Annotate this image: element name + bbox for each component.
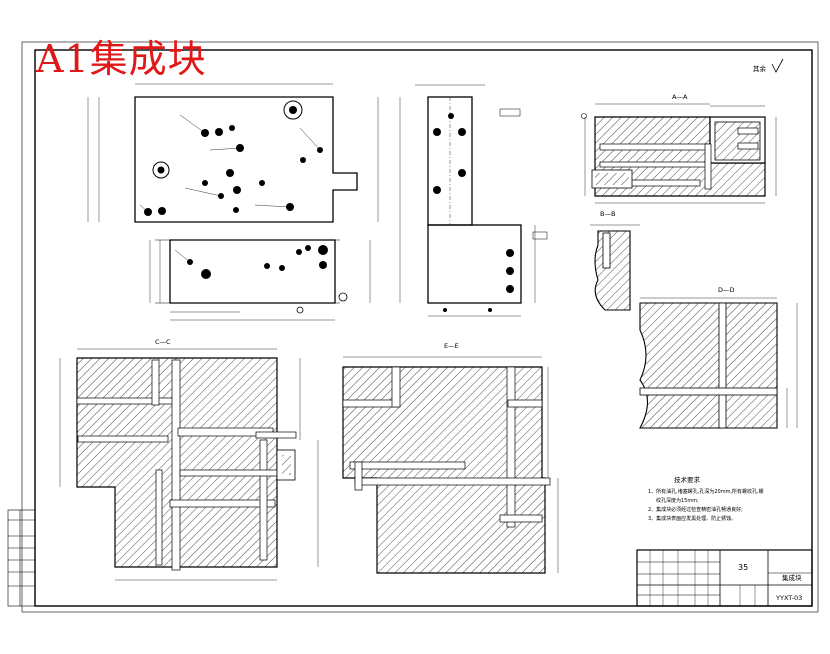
tech-requirement-line-4: 3、集成块表面应发黑处理、防止锈蚀。 <box>648 515 736 522</box>
tech-requirement-line-1: 1、所有油孔,堵塞螺孔,孔深为20mm,所有螺纹孔,螺 <box>648 488 764 495</box>
section-aa: A—A <box>581 93 777 204</box>
section-dd: D—D <box>639 286 798 429</box>
tech-requirement-line-3: 2、集成块必须经过检查精密油孔畅通良好; <box>648 506 743 513</box>
side-view <box>399 84 548 317</box>
tech-requirements-title: 技术要求 <box>674 475 701 484</box>
tech-requirement-line-2: 纹孔深度为15mm; <box>656 497 699 504</box>
section-aa-label: A—A <box>672 93 688 101</box>
section-bb: B—B <box>590 210 640 311</box>
section-cc: C—C <box>59 338 319 581</box>
section-cc-label: C—C <box>155 338 171 346</box>
section-dd-label: D—D <box>718 286 735 294</box>
roughness-label: 其余 <box>753 64 767 73</box>
title-block <box>636 549 813 607</box>
tech-requirements: 技术要求 1、所有油孔,堵塞螺孔,孔深为20mm,所有螺纹孔,螺 纹孔深度为15… <box>648 475 764 522</box>
roughness-symbol: 其余 <box>753 58 784 73</box>
front-view <box>87 83 379 321</box>
title-block-part-name: 集成块 <box>782 573 802 582</box>
title-block-material: 35 <box>738 563 748 572</box>
section-bb-label: B—B <box>600 210 615 218</box>
side-stamp-column <box>7 509 36 607</box>
a1-integrated-block-stamp: A1集成块 <box>36 37 207 81</box>
inner-border <box>34 49 813 607</box>
title-block-drawing-code: YYXT-03 <box>775 594 802 602</box>
section-ee: E—E <box>342 342 559 574</box>
section-ee-label: E—E <box>444 342 459 350</box>
outer-border <box>21 41 819 613</box>
